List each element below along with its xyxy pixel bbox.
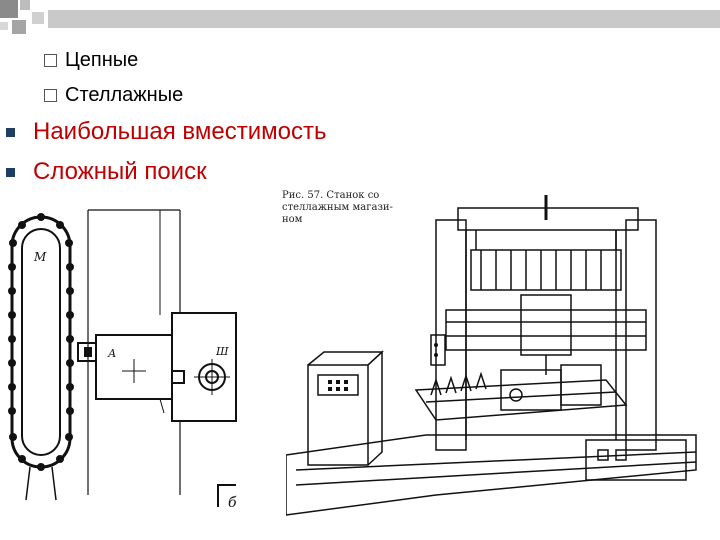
caption-line: Рис. 57. Станок со bbox=[282, 190, 380, 201]
label-sh: Ш bbox=[215, 345, 229, 358]
bullet-rack-text: Стеллажные bbox=[65, 84, 184, 106]
label-a: А bbox=[107, 347, 116, 360]
bullet-search: Сложный поиск bbox=[6, 158, 207, 186]
bullet-chain: Цепные bbox=[44, 49, 138, 72]
caption-line: стеллажным магази- bbox=[282, 202, 393, 213]
bullet-chain-text: Цепные bbox=[65, 49, 139, 71]
label-m: М bbox=[33, 250, 47, 264]
label-b: б bbox=[228, 495, 237, 511]
checkbox-bullet-icon bbox=[44, 89, 57, 102]
chain-magazine-drawing: М А Ш б bbox=[8, 209, 237, 511]
square-bullet-icon bbox=[6, 167, 15, 177]
square-bullet-icon bbox=[6, 127, 15, 137]
checkbox-bullet-icon bbox=[44, 54, 57, 67]
bullet-capacity: Наибольшая вместимость bbox=[6, 118, 327, 146]
figure-caption: Рис. 57. Станок со стеллажным магази- но… bbox=[282, 190, 412, 226]
corner-decoration bbox=[0, 0, 44, 34]
bullet-capacity-text: Наибольшая вместимость bbox=[33, 118, 327, 145]
header-bar bbox=[48, 10, 720, 28]
rack-magazine-machine-illustration bbox=[286, 195, 697, 516]
bullet-rack: Стеллажные bbox=[44, 84, 183, 107]
caption-line: ном bbox=[282, 214, 303, 225]
bullet-search-text: Сложный поиск bbox=[33, 158, 207, 185]
